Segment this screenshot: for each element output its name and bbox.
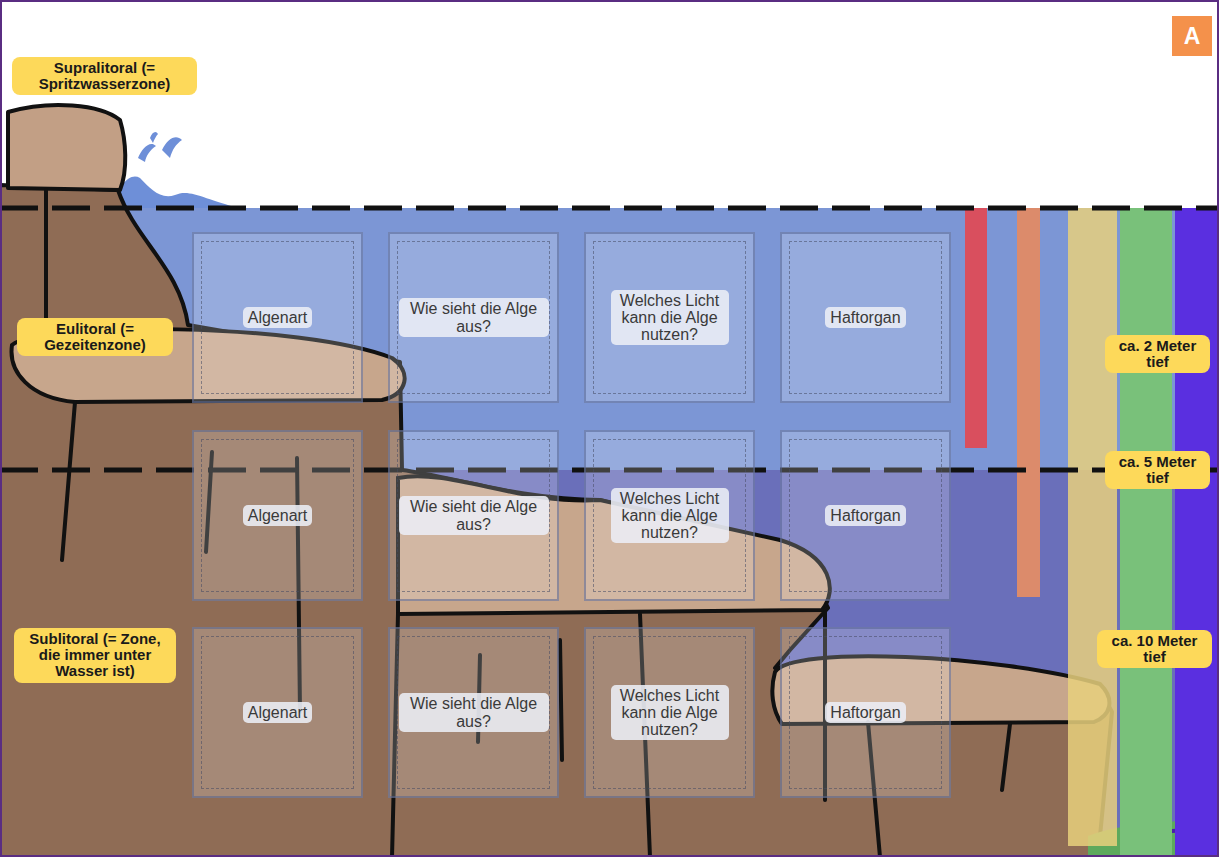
cell-prompt: Wie sieht die Alge aus? (399, 298, 549, 337)
worksheet-cell: Algenart (192, 627, 363, 798)
rock-crack (44, 190, 48, 322)
orange-light-bar (1017, 208, 1040, 597)
spray-drop (138, 144, 156, 162)
cell-prompt: Welches Licht kann die Alge nutzen? (611, 488, 729, 544)
cell-prompt: Algenart (243, 702, 313, 723)
rock-crack (560, 640, 562, 760)
worksheet-cell: Welches Licht kann die Alge nutzen? (584, 627, 755, 798)
worksheet-cell: Haftorgan (780, 627, 951, 798)
worksheet-cell: Wie sieht die Alge aus? (388, 232, 559, 403)
worksheet-cell: Algenart (192, 232, 363, 403)
worksheet-cell: Haftorgan (780, 430, 951, 601)
spray-drop (150, 132, 158, 143)
worksheet-cell: Algenart (192, 430, 363, 601)
cell-prompt: Algenart (243, 307, 313, 328)
worksheet-cell: Haftorgan (780, 232, 951, 403)
zone-label: Eulitoral (= Gezeitenzone) (17, 318, 173, 356)
cell-prompt: Welches Licht kann die Alge nutzen? (611, 290, 729, 346)
spray-drop (162, 137, 182, 158)
high-tide-line (0, 206, 1219, 211)
worksheet-cell: Welches Licht kann die Alge nutzen? (584, 430, 755, 601)
rock-crack (62, 402, 75, 560)
cell-prompt: Haftorgan (825, 702, 905, 723)
spray-wave (112, 177, 240, 208)
worksheet-cell: Wie sieht die Alge aus? (388, 430, 559, 601)
cell-prompt: Wie sieht die Alge aus? (399, 693, 549, 732)
cliff-top (8, 105, 125, 190)
red-light-bar (965, 208, 987, 448)
blue-light-bar (1175, 208, 1219, 857)
page-letter: A (1172, 16, 1212, 56)
cell-prompt: Algenart (243, 505, 313, 526)
depth-label: ca. 2 Meter tief (1105, 335, 1210, 373)
depth-label: ca. 5 Meter tief (1105, 451, 1210, 489)
rock-crack (1002, 724, 1010, 790)
rock-mass (0, 185, 1112, 857)
cell-prompt: Haftorgan (825, 505, 905, 526)
depth-label: ca. 10 Meter tief (1097, 630, 1212, 668)
cell-prompt: Wie sieht die Alge aus? (399, 496, 549, 535)
cell-prompt: Haftorgan (825, 307, 905, 328)
zone-label: Supralitoral (= Spritzwasserzone) (12, 57, 197, 95)
green-light-bar (1120, 208, 1172, 857)
rock-cracks (46, 190, 1010, 857)
yellow-light-bar (1068, 208, 1117, 846)
cell-prompt: Welches Licht kann die Alge nutzen? (611, 685, 729, 741)
zone-label: Sublitoral (= Zone, die immer unter Wass… (14, 628, 176, 683)
worksheet-cell: Welches Licht kann die Alge nutzen? (584, 232, 755, 403)
worksheet-cell: Wie sieht die Alge aus? (388, 627, 559, 798)
